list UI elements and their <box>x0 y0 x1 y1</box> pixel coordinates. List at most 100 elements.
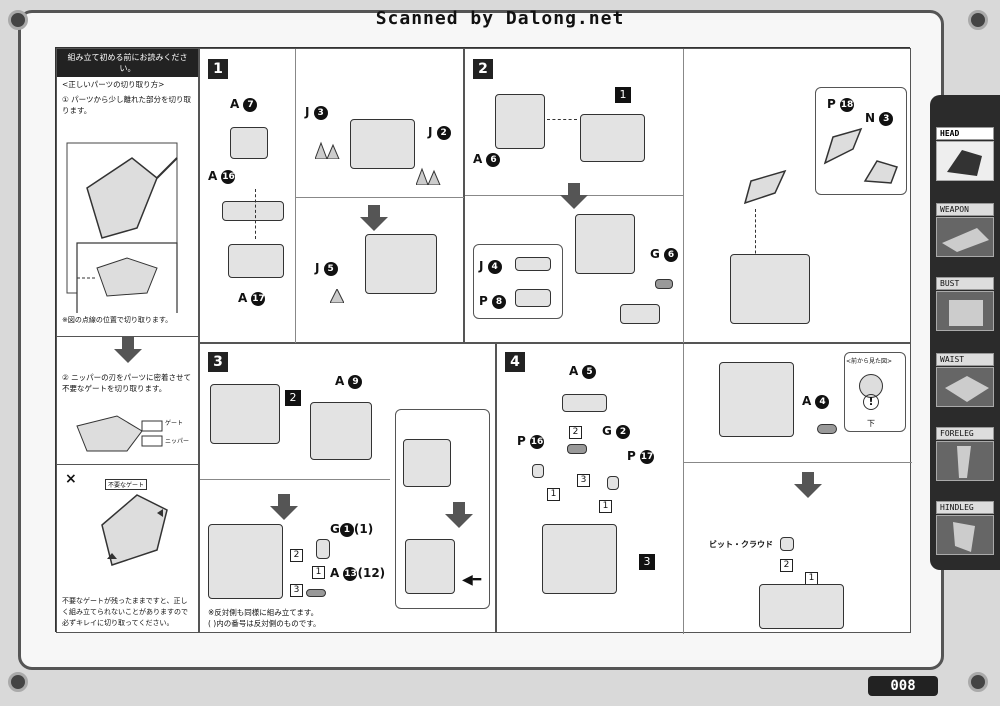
part-label-a13: A 13(12) <box>330 566 386 581</box>
order-box: 1 <box>547 488 560 501</box>
nipper-illustration: ゲート ニッパー <box>57 396 198 464</box>
step-3-note: ※反対側も同様に組み立てます。 ( )内の番号は反対側のものです。 <box>208 608 321 628</box>
part-j4 <box>515 257 551 271</box>
order-box: 3 <box>577 474 590 487</box>
tab-hindleg[interactable]: HINDLEG <box>936 501 994 555</box>
down-arrow-icon <box>445 502 473 528</box>
head-assembly-final <box>730 254 810 324</box>
head-assembly-2 <box>575 214 635 274</box>
part-label-a6: A 6 <box>473 152 501 167</box>
tab-head[interactable]: HEAD <box>936 127 994 181</box>
pit-cloud-part <box>780 537 794 551</box>
order-box: 2 <box>569 426 582 439</box>
warning-icon: ! <box>863 394 879 410</box>
detail-inset-box <box>395 409 490 609</box>
part-g1 <box>316 539 330 559</box>
part-label-a7: A 7 <box>230 97 258 112</box>
order-box: 2 <box>290 549 303 562</box>
part-label-a17: A 17 <box>238 291 266 306</box>
part-g2 <box>567 444 587 454</box>
down-direction-label: 下 <box>867 419 875 428</box>
head-final-assembly <box>759 584 844 629</box>
down-arrow-icon <box>270 494 298 520</box>
part-p16 <box>532 464 544 478</box>
runner-illustration <box>57 118 198 319</box>
jaw-part <box>620 304 660 324</box>
part-a16 <box>222 201 284 221</box>
part-label-p17: P 17 <box>627 449 654 464</box>
part-label-j5: J 5 <box>315 261 338 276</box>
part-label-a9: A 9 <box>335 374 363 389</box>
bust-icon <box>936 291 994 331</box>
step-number: 2 <box>473 59 493 79</box>
part-a13 <box>306 589 326 597</box>
assembly-guide <box>547 119 577 120</box>
down-arrow-icon <box>113 337 142 363</box>
detail-view-bottom <box>405 539 455 594</box>
part-label-a16: A 16 <box>208 169 236 184</box>
step-1-panel: 1 A 7 A 16 A 17 J 3 J 2 J 5 <box>199 48 465 344</box>
parts-inset-box <box>815 87 907 195</box>
part-label-a4: A 4 <box>802 394 830 409</box>
ref-assembly-1: 1 <box>615 87 631 103</box>
part-a17 <box>228 244 284 278</box>
foreleg-icon <box>936 441 994 481</box>
crest-part-icon <box>743 169 787 205</box>
fang-part-icon <box>330 289 344 303</box>
order-box: 1 <box>599 500 612 513</box>
part-label-g2: G 2 <box>602 424 631 439</box>
notes-title: 組み立て初める前にお読みください。 <box>57 49 198 77</box>
part-label-j2: J 2 <box>428 125 451 140</box>
part-a4 <box>817 424 837 434</box>
part-a5 <box>562 394 607 412</box>
ref-assembly-2: 2 <box>285 390 301 406</box>
corner-bolt-icon <box>8 672 28 692</box>
head-assembly-3-ref <box>542 524 617 594</box>
part-p17 <box>607 476 619 490</box>
step-number: 4 <box>505 352 525 372</box>
fang-part-icon <box>315 141 340 159</box>
pit-cloud-label: ビット・クラウド <box>709 540 773 549</box>
wrong-mark: × <box>65 471 77 487</box>
tab-foreleg[interactable]: FORELEG <box>936 427 994 481</box>
head-assembly-2-ref <box>210 384 280 444</box>
head-assembly-3 <box>208 524 283 599</box>
down-arrow-icon <box>560 183 588 209</box>
cutting-step-1: ① パーツから少し離れた部分を切り取ります。 <box>62 95 191 115</box>
down-arrow-icon <box>794 472 822 498</box>
part-label-g6: G 6 <box>650 247 679 262</box>
part-p8 <box>515 289 551 307</box>
preparation-notes: 組み立て初める前にお読みください。 <正しいパーツの切り取り方> ① パーツから… <box>56 48 199 633</box>
head-assembly-1 <box>580 114 645 162</box>
head-front-assembly <box>719 362 794 437</box>
push-arrow-icon: ◀━ <box>462 572 482 588</box>
ref-assembly-3: 3 <box>639 554 655 570</box>
head-core-assembly <box>350 119 415 169</box>
part-g6 <box>655 279 673 289</box>
step-4-panel: 4 A 5 G 2 2 3 P 16 1 P 17 1 3 A 4 <前から見た… <box>496 343 912 634</box>
part-label-n3: N 3 <box>865 111 894 126</box>
part-label-j4: J 4 <box>479 259 502 274</box>
gate-label: ゲート <box>165 420 184 427</box>
crest-part-icon <box>863 160 898 184</box>
page-number: 008 <box>868 676 938 696</box>
tab-bust[interactable]: BUST <box>936 277 994 331</box>
parts-inset-box <box>473 244 563 319</box>
tab-weapon[interactable]: WEAPON <box>936 203 994 257</box>
assembly-guide <box>755 209 756 269</box>
gate-warning: 不要なゲートが残ったままですと、正しく組み立てられないことがありますので必ずキレ… <box>62 597 188 627</box>
part-label-p16: P 16 <box>517 434 544 449</box>
step-2-panel: 2 A 6 1 J 4 P 8 G 6 P 18 N 3 <box>464 48 911 344</box>
head-core-assembly-2 <box>365 234 437 294</box>
corner-bolt-icon <box>968 10 988 30</box>
part-label-a5: A 5 <box>569 364 597 379</box>
part-a7 <box>230 127 268 159</box>
manual-content: 組み立て初める前にお読みください。 <正しいパーツの切り取り方> ① パーツから… <box>55 47 912 634</box>
head-icon <box>936 141 994 181</box>
step-number: 3 <box>208 352 228 372</box>
cutting-note: ※図の点線の位置で切り取ります。 <box>62 316 173 324</box>
part-label-p8: P 8 <box>479 294 506 309</box>
tab-waist[interactable]: WAIST <box>936 353 994 407</box>
